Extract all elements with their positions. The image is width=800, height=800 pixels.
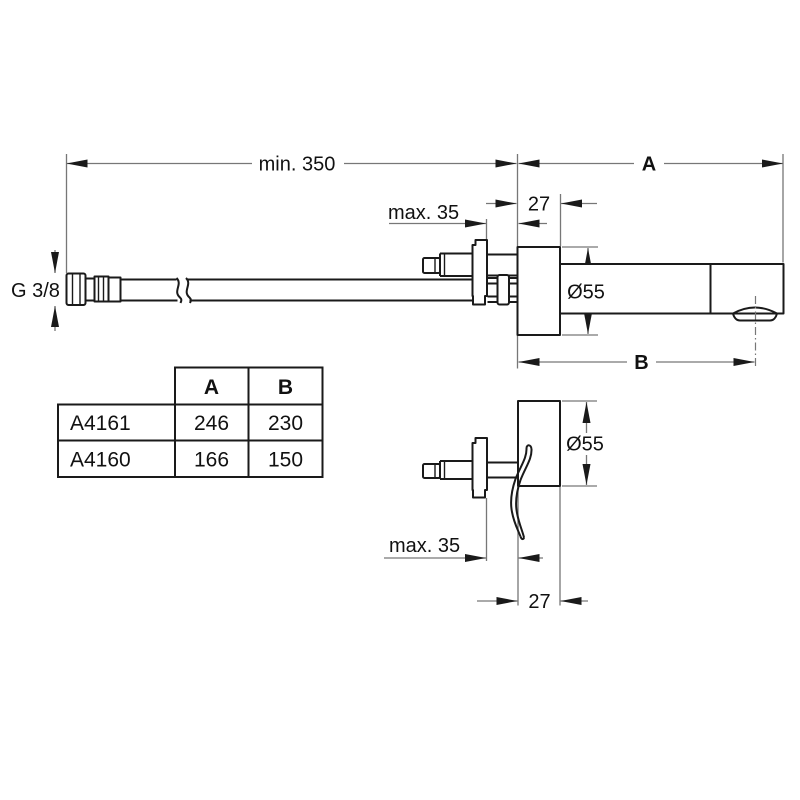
table-header-a: A [204,376,219,399]
table-cell-b: 150 [268,449,303,472]
stud-nut [422,463,441,479]
wall-backplate [471,239,488,306]
top-view: min. 350 A 27 max. 35 Ø55 B G 3/8 [11,153,785,374]
table-header-b: B [278,376,293,399]
extension-lines [65,154,784,369]
mounting-stud [422,460,518,480]
stud-through-wall [487,461,518,479]
extension-lines [485,400,597,606]
hose-nut [65,272,87,306]
min-length-label: min. 350 [259,154,336,176]
dim-b-label-bg [627,352,656,372]
table-cell-model: A4161 [70,412,131,435]
hose-rib-lines [97,276,105,302]
table-row: A4161 246 230 [70,412,303,435]
table-cell-a: 246 [194,412,229,435]
table-cell-a: 166 [194,449,229,472]
hose-adapter [84,277,96,302]
mounting-stud [422,252,518,277]
table-body-borders [57,403,324,478]
diameter-label-bg [563,281,610,303]
dimension-table: A B A4161 246 230 A4160 166 150 [57,366,324,478]
wall-backplate [471,437,488,499]
dim-b-label: B [634,352,648,374]
flange-depth-label: 27 [528,591,550,613]
cable-inner-curve [510,447,528,537]
table-cell-b: 230 [268,412,303,435]
cable-top-cap [525,444,533,450]
table-cell-model: A4160 [70,449,131,472]
sensor-cable [510,444,533,541]
locknut [496,274,510,306]
diameter-label: Ø55 [566,434,604,456]
side-view: Ø55 max. 35 27 [384,400,609,613]
flange-depth-label: 27 [528,194,550,216]
stud-nut [422,257,441,274]
dim-a-label-bg [634,153,664,174]
diameter-label-bg [562,433,609,455]
hose-nut-flats [71,273,81,305]
hose-outline [120,278,473,302]
table-row: A4160 166 150 [70,449,303,472]
max-wall-label: max. 35 [388,202,459,224]
hose-connector [65,272,122,306]
dim-27-label-bg [525,194,554,214]
stud-through-wall [487,253,518,277]
cable-tip [519,536,525,541]
max-wall-label: max. 35 [389,535,460,557]
dim-a-label: A [642,154,656,176]
min-length-label-bg [252,153,344,174]
thread-label: G 3/8 [11,280,60,302]
wall-flange [516,246,561,336]
cable-outer-curve [515,448,533,538]
table-header-borders [174,366,324,406]
dim-27-label-bg [524,591,555,612]
hose-ribbed-fitting [93,275,110,303]
hose-crimp-sleeve [107,276,122,303]
diameter-label: Ø55 [567,282,605,304]
hose-break-symbol [175,277,192,304]
